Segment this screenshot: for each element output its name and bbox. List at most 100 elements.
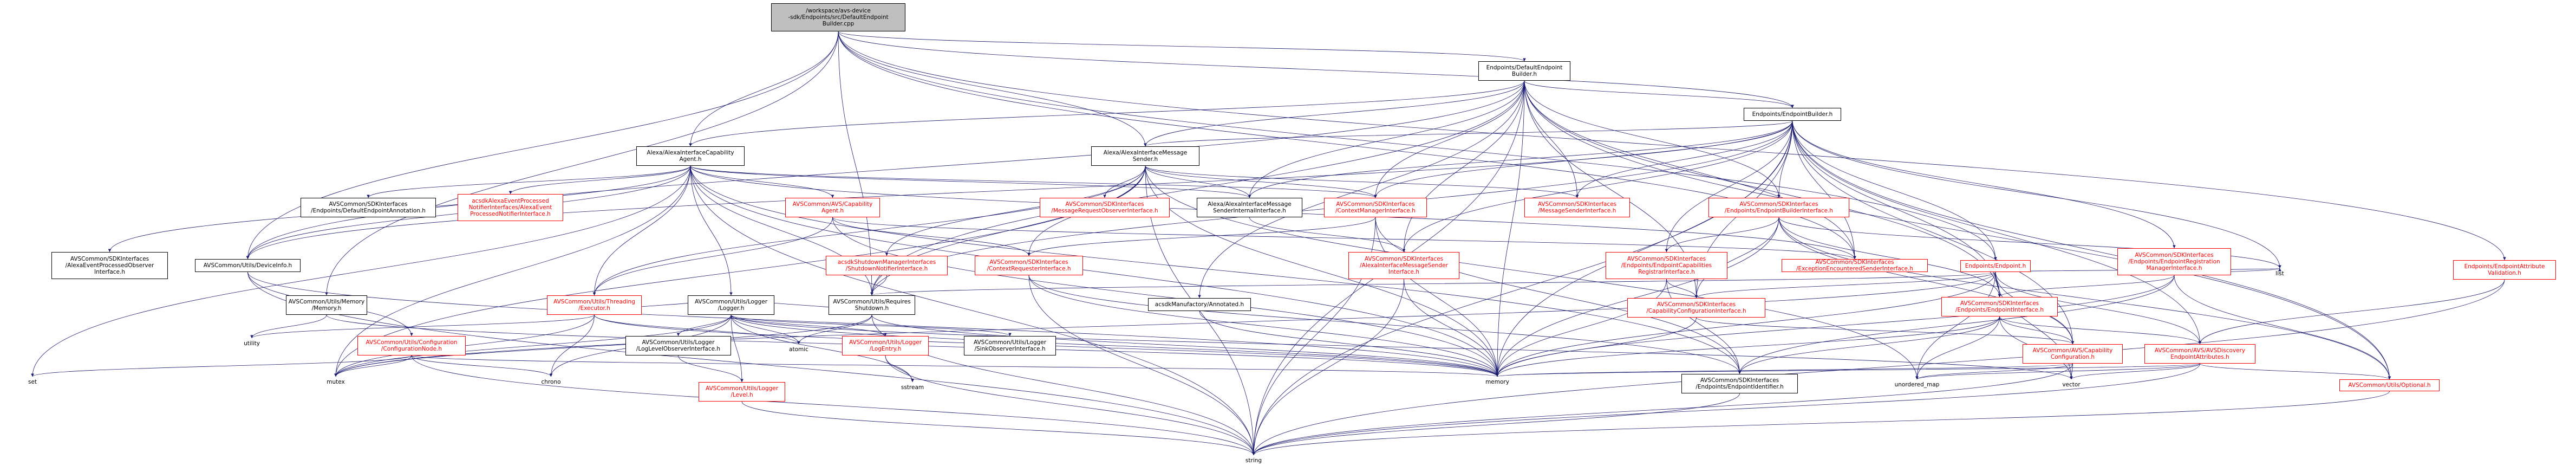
edge-capagent-to-threading <box>592 217 833 296</box>
node-threading-executor[interactable]: AVSCommon/Utils/Threading /Executor.h <box>547 295 642 315</box>
edge-acap-to-memory <box>690 165 1499 377</box>
edge-root-to-defbuilder <box>838 31 1526 62</box>
edge-discattr-to-string <box>1252 363 2200 456</box>
edge-ctxmgr-to-memory <box>1375 217 1499 377</box>
edge-acap-to-evtproc <box>508 165 691 195</box>
node-capability-configuration-interface[interactable]: AVSCommon/SDKInterfaces /CapabilityConfi… <box>1627 298 1765 318</box>
node-string[interactable]: string <box>1245 457 1262 464</box>
node-configuration-node[interactable]: AVSCommon/Utils/Configuration /Configura… <box>357 336 466 355</box>
node-list[interactable]: list <box>2275 270 2284 277</box>
edge-endpoint-to-mutex <box>334 271 1996 377</box>
edge-acap-to-defannot <box>367 165 691 198</box>
node-endpoint-attribute-validation[interactable]: Endpoints/EndpointAttribute Validation.h <box>2453 260 2556 280</box>
edge-reqshut-to-atomic <box>797 314 872 345</box>
node-message-request-observer[interactable]: AVSCommon/SDKInterfaces /MessageRequestO… <box>1040 198 1170 217</box>
node-endpoint-capabilities-registrar[interactable]: AVSCommon/SDKInterfaces /Endpoints/Endpo… <box>1606 252 1727 279</box>
node-exception-encountered-sender[interactable]: AVSCommon/SDKInterfaces /ExceptionEncoun… <box>1782 259 1928 272</box>
edge-amsender-to-ctxmgr <box>1145 165 1377 198</box>
edge-epreg-to-epid <box>1738 275 2175 374</box>
edge-acap-to-string <box>690 165 1255 456</box>
node-endpoint-builder[interactable]: Endpoints/EndpointBuilder.h <box>1744 108 1841 121</box>
edge-root-to-excsender <box>838 31 1856 260</box>
node-alexa-interface-message-sender-interface[interactable]: AVSCommon/SDKInterfaces /AlexaInterfaceM… <box>1348 252 1459 279</box>
edge-acap-to-reqshut <box>690 165 873 296</box>
node-alexa-event-processed-observer[interactable]: AVSCommon/SDKInterfaces /AlexaEventProce… <box>51 252 168 279</box>
node-atomic[interactable]: atomic <box>789 346 808 353</box>
node-alexa-message-sender-internal[interactable]: Alexa/AlexaInterfaceMessage SenderIntern… <box>1197 198 1302 217</box>
node-alexa-interface-capability-agent[interactable]: Alexa/AlexaInterfaceCapability Agent.h <box>636 146 745 166</box>
edge-acap-to-mutex <box>334 165 691 377</box>
node-endpoint-interface[interactable]: AVSCommon/SDKInterfaces /Endpoints/Endpo… <box>1941 297 2058 316</box>
edge-epbi-to-list <box>1778 217 2281 269</box>
node-memory[interactable]: memory <box>1485 379 1509 385</box>
edge-defbuilder-to-epbuilder <box>1524 80 1794 108</box>
node-endpoint[interactable]: Endpoints/Endpoint.h <box>1960 260 2031 272</box>
edge-epiface-to-epid <box>1738 316 2000 374</box>
edge-acap-to-ctxmgr <box>690 165 1377 198</box>
node-utility[interactable]: utility <box>244 340 260 347</box>
node-annotated[interactable]: acsdkManufactory/Annotated.h <box>1148 298 1251 311</box>
edge-ctxreq-to-string <box>1028 275 1255 456</box>
edge-cfgnode-to-memory <box>411 355 1499 377</box>
edge-logger-to-sinkobs <box>731 314 1012 337</box>
node-log-entry[interactable]: AVSCommon/Utils/Logger /LogEntry.h <box>842 336 929 355</box>
edge-defbuilder-to-reqshut <box>870 80 1525 296</box>
edge-threading-to-utility <box>250 314 595 339</box>
node-default-endpoint-builder[interactable]: Endpoints/DefaultEndpoint Builder.h <box>1478 61 1570 81</box>
node-context-requester-interface[interactable]: AVSCommon/SDKInterfaces /ContextRequeste… <box>975 256 1083 275</box>
node-alexa-interface-message-sender[interactable]: Alexa/AlexaInterfaceMessage Sender.h <box>1091 146 1199 166</box>
edge-epbi-to-epiface <box>1778 217 2001 298</box>
node-sink-observer[interactable]: AVSCommon/Utils/Logger /SinkObserverInte… <box>964 336 1056 355</box>
node-context-manager-interface[interactable]: AVSCommon/SDKInterfaces /ContextManagerI… <box>1324 198 1427 217</box>
node-unordered-map[interactable]: unordered_map <box>1894 382 1940 388</box>
node-root-file[interactable]: /workspace/avs-device -sdk/Endpoints/src… <box>771 3 905 31</box>
node-log-level-observer[interactable]: AVSCommon/Utils/Logger /LogLevelObserver… <box>625 336 731 355</box>
edge-root-to-amsender <box>838 31 1147 147</box>
node-avs-discovery-endpoint-attributes[interactable]: AVSCommon/AVS/AVSDiscovery EndpointAttri… <box>2144 344 2255 364</box>
node-endpoint-builder-interface[interactable]: AVSCommon/SDKInterfaces /Endpoints/Endpo… <box>1708 198 1849 217</box>
node-message-sender-interface[interactable]: AVSCommon/SDKInterfaces /MessageSenderIn… <box>1524 198 1630 217</box>
node-log-level[interactable]: AVSCommon/Utils/Logger /Level.h <box>699 382 785 402</box>
edge-cfgnode-to-chrono <box>411 355 553 377</box>
node-default-endpoint-annotation[interactable]: AVSCommon/SDKInterfaces /Endpoints/Defau… <box>301 198 436 217</box>
edge-optional-to-string <box>1252 391 2390 456</box>
edge-amsi-to-amsgsender <box>1249 217 1406 253</box>
edge-shutmgr-to-reqshut <box>870 275 887 296</box>
edge-attrval-to-discattr <box>2198 279 2505 345</box>
edge-endpoint-to-reqshut <box>870 271 1996 296</box>
edge-amsender-to-shutmgr <box>885 165 1146 256</box>
edge-endpoint-to-memory <box>1496 271 1996 377</box>
node-avs-capability-configuration[interactable]: AVSCommon/AVS/Capability Configuration.h <box>2023 344 2123 364</box>
edge-amsgsender-to-memory <box>1404 279 1499 377</box>
edge-devinfo-to-memory <box>247 271 1499 377</box>
node-alexa-event-processed-notifier[interactable]: acsdkAlexaEventProcessed NotifierInterfa… <box>458 194 563 221</box>
node-device-info[interactable]: AVSCommon/Utils/DeviceInfo.h <box>195 259 301 272</box>
node-mutex[interactable]: mutex <box>327 379 345 385</box>
node-chrono[interactable]: chrono <box>541 379 561 385</box>
node-requires-shutdown[interactable]: AVSCommon/Utils/Requires Shutdown.h <box>829 295 915 315</box>
node-utils-memory[interactable]: AVSCommon/Utils/Memory /Memory.h <box>286 295 367 315</box>
edge-threading-to-atomic <box>594 314 800 345</box>
node-logger[interactable]: AVSCommon/Utils/Logger /Logger.h <box>688 295 774 315</box>
node-vector[interactable]: vector <box>2062 382 2081 388</box>
edge-amsgsender-to-string <box>1252 279 1404 456</box>
node-sstream[interactable]: sstream <box>901 384 924 391</box>
edge-epbuilder-to-amsgsender <box>1402 120 1793 253</box>
node-shutdown-notifier-interface[interactable]: acsdkShutdownManagerInterfaces /Shutdown… <box>826 256 948 275</box>
edge-defbuilder-to-memory <box>1496 80 1525 377</box>
edge-logger-to-atomic <box>731 314 800 345</box>
node-endpoint-registration-manager[interactable]: AVSCommon/SDKInterfaces /Endpoints/Endpo… <box>2117 248 2231 275</box>
edge-root-to-devinfo <box>246 31 839 260</box>
edge-endpoint-to-discattr <box>1995 271 2202 345</box>
node-optional[interactable]: AVSCommon/Utils/Optional.h <box>2339 379 2440 391</box>
node-set[interactable]: set <box>28 379 37 385</box>
node-endpoint-identifier[interactable]: AVSCommon/SDKInterfaces /Endpoints/Endpo… <box>1681 374 1798 393</box>
edge-epbi-to-avscap <box>1778 217 2075 345</box>
edge-ctxmgr-to-epid <box>1375 217 1742 374</box>
node-capability-agent[interactable]: AVSCommon/AVS/Capability Agent.h <box>785 198 880 217</box>
edge-avscap-to-memory <box>1496 363 2073 377</box>
edge-logentry-to-sstream <box>885 355 914 383</box>
edge-epiface-to-avscap <box>1999 316 2075 345</box>
